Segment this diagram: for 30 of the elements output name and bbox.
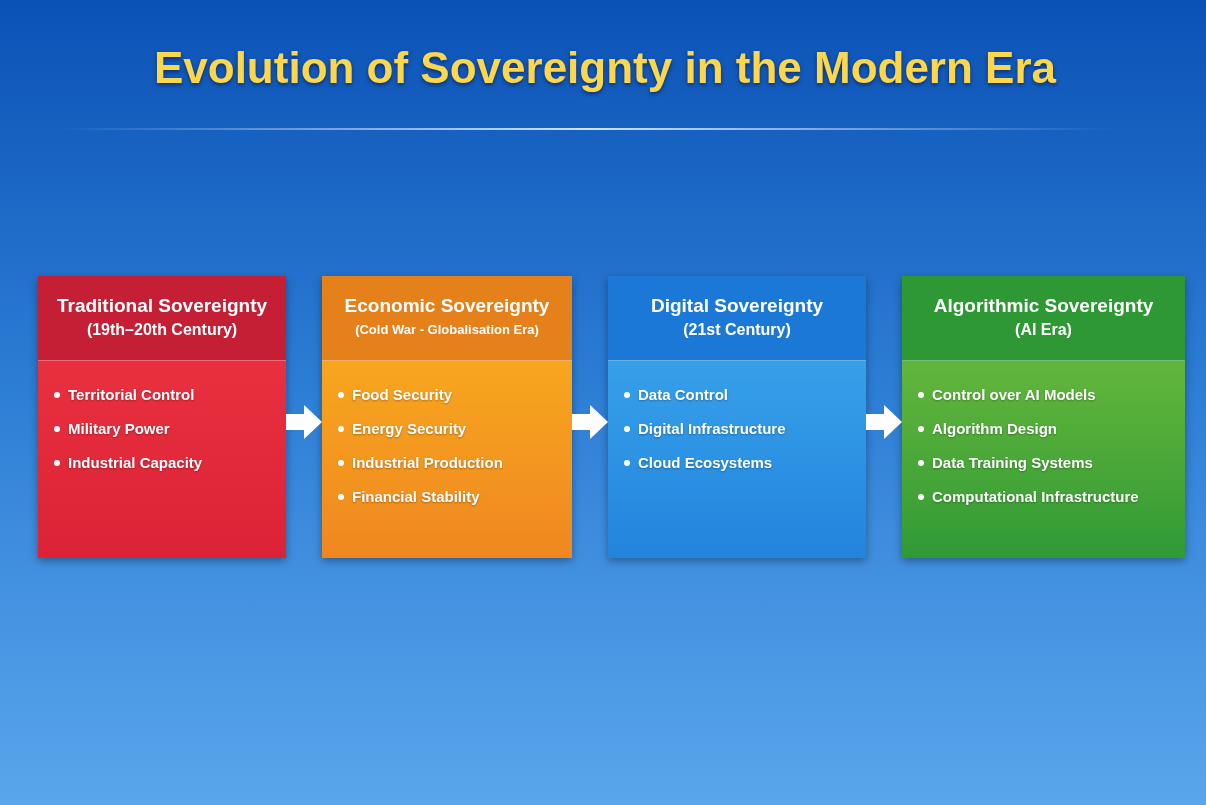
era-period: (19th–20th Century): [86, 320, 238, 340]
bullet-item: Cloud Ecosystems: [638, 453, 773, 473]
era-period: (21st Century): [683, 320, 791, 340]
bullet-item: Data Training Systems: [932, 453, 1093, 473]
bullet-item: Industrial Production: [352, 453, 503, 473]
era-heading: Economic Sovereignty: [344, 294, 550, 318]
bullet-item: Digital Infrastructure: [638, 419, 786, 439]
bullet-item: Energy Security: [352, 419, 467, 439]
era-period: (AI Era): [1015, 320, 1072, 340]
bullet-item: Control over AI Models: [932, 385, 1096, 405]
arrow: [572, 405, 608, 439]
era-card: [38, 276, 286, 558]
arrow: [286, 405, 322, 439]
bullet-item: Industrial Capacity: [68, 453, 203, 473]
era-period: (Cold War - Globalisation Era): [355, 321, 539, 339]
era-card: [902, 276, 1185, 558]
era-card: [322, 276, 572, 558]
bullet-item: Military Power: [68, 419, 170, 439]
bullet-item: Algorithm Design: [932, 419, 1057, 439]
bullet-item: Computational Infrastructure: [932, 487, 1139, 507]
era-heading: Algorithmic Sovereignty: [933, 294, 1154, 318]
title: Evolution of Sovereignty in the Modern Era: [152, 42, 1058, 94]
bullet-item: Data Control: [638, 385, 728, 405]
era-card: [608, 276, 866, 558]
bullet-item: Food Security: [352, 385, 452, 405]
era-heading: Digital Sovereignty: [650, 294, 824, 318]
era-heading: Traditional Sovereignty: [56, 294, 268, 318]
bullet-item: Financial Stability: [352, 487, 480, 507]
bullet-item: Territorial Control: [68, 385, 195, 405]
arrow: [866, 405, 902, 439]
